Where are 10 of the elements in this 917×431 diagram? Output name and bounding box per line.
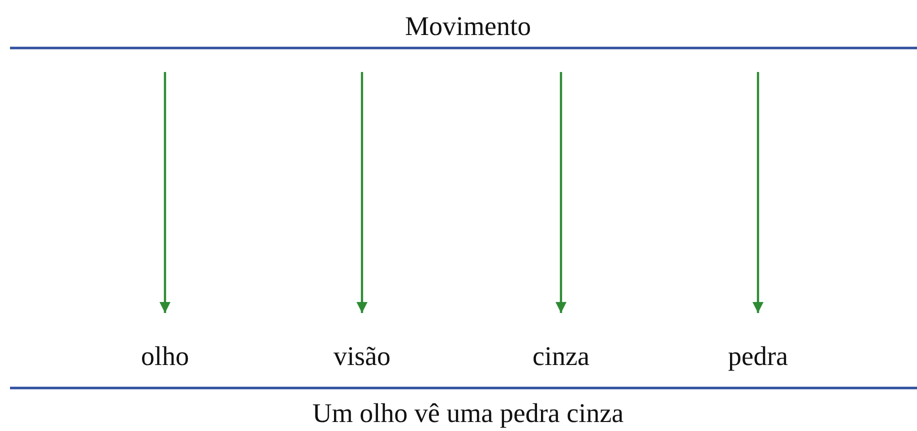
arrow	[160, 72, 170, 313]
caption: Um olho vê uma pedra cinza	[312, 398, 624, 428]
arrow	[752, 72, 764, 313]
title: Movimento	[405, 11, 531, 41]
word-label: cinza	[532, 341, 590, 371]
word-label: pedra	[728, 341, 788, 371]
word-label: visão	[334, 341, 390, 371]
arrow	[556, 72, 566, 313]
word-label: olho	[140, 341, 189, 371]
arrow	[356, 72, 368, 313]
